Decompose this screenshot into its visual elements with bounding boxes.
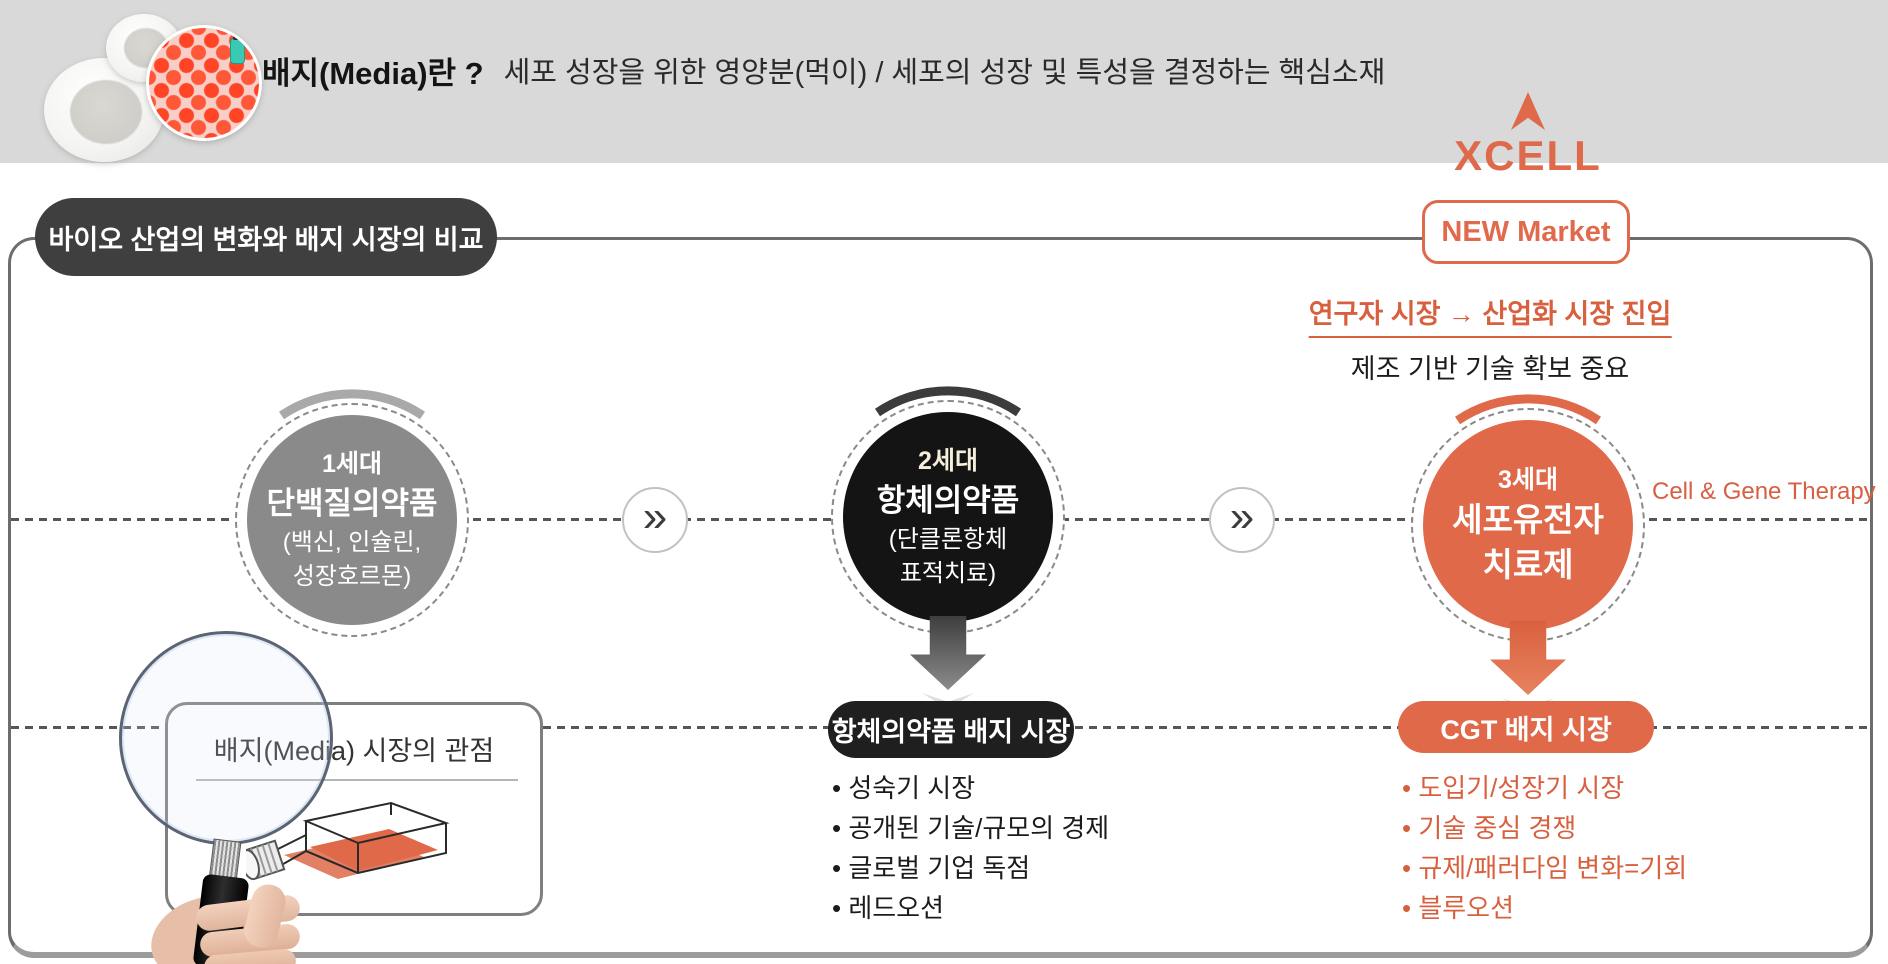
generation-2-arc-icon [874,386,1022,417]
list-item: 도입기/성장기 시장 [1402,768,1687,808]
antibody-market-title: 항체의약품 배지 시장 [831,717,1071,747]
list-item: 규제/패러다임 변화=기회 [1402,848,1687,888]
cgt-side-label: Cell & Gene Therapy [1652,478,1876,505]
generation-2-text: 2세대 항체의약품 (단클론항체 표적치료) [808,443,1088,591]
generation-1-detail1: (백신, 인슐린, [282,529,422,556]
generation-3-disc [1423,420,1633,630]
list-item: 글로벌 기업 독점 [832,848,1109,888]
magnifier-lens-icon [119,631,333,845]
antibody-market-pill: 항체의약품 배지 시장 [828,701,1074,758]
header-bar: 배지(Media)란 ? 세포 성장을 위한 영양분(먹이) / 세포의 성장 … [0,0,1888,163]
generation-1-text: 1세대 단백질의약품 (백신, 인슐린, 성장호르몬) [212,446,492,594]
xcell-logo-text: XCELL [1454,132,1602,179]
generation-3-circle: 3세대 세포유전자 치료제 [1388,385,1668,665]
xcell-logo-arrow-icon [1511,92,1545,130]
antibody-market-bullets: 성숙기 시장 공개된 기술/규모의 경제 글로벌 기업 독점 레드오션 [832,768,1109,928]
chevron-double-right-icon: » [1209,487,1275,553]
section-title: 바이오 산업의 변화와 배지 시장의 비교 [48,224,484,255]
petri-dish-photo [30,6,240,162]
well-plate-photo [146,25,262,141]
vial-icon [230,34,245,64]
generation-1-circle: 1세대 단백질의약품 (백신, 인슐린, 성장호르몬) [212,380,492,660]
generation-1-label: 1세대 [322,450,382,478]
generation-2-detail2: 표적치료) [899,560,997,587]
new-market-badge: NEW Market [1422,200,1630,264]
section-title-pill: 바이오 산업의 변화와 배지 시장의 비교 [35,198,497,276]
page-title-term: 배지(Media)란 ? [262,55,484,91]
generation-2-disc [843,412,1053,622]
cgt-market-pill: CGT 배지 시장 [1398,701,1654,753]
xcell-logo: XCELL [1438,92,1618,188]
market-entry-note: 연구자 시장 → 산업화 시장 진입 [1308,292,1672,338]
generation-3-arc-icon [1454,394,1602,425]
page-title-definition: 세포 성장을 위한 영양분(먹이) / 세포의 성장 및 특성을 결정하는 핵심… [503,57,1386,89]
generation-3-name: 세포유전자 [1452,501,1604,538]
list-item: 성숙기 시장 [832,768,1109,808]
cgt-market-title: CGT 배지 시장 [1440,714,1612,745]
new-market-label: NEW Market [1441,215,1611,248]
chevron-double-right-icon: » [622,487,688,553]
comparison-frame [8,237,1873,958]
generation-1-disc [247,415,457,625]
list-item: 기술 중심 경쟁 [1402,808,1687,848]
page-title: 배지(Media)란 ? 세포 성장을 위한 영양분(먹이) / 세포의 성장 … [262,0,1385,140]
list-item: 공개된 기술/규모의 경제 [832,808,1109,848]
generation-2-label: 2세대 [918,447,978,475]
cgt-market-bullets: 도입기/성장기 시장 기술 중심 경쟁 규제/패러다임 변화=기회 블루오션 [1402,768,1687,928]
generation-1-name: 단백질의약품 [266,486,438,521]
generation-2-detail1: (단클론항체 [888,526,1008,553]
generation-3-text: 3세대 세포유전자 치료제 [1388,462,1668,588]
generation-1-arc-icon [278,389,426,420]
generation-3-label: 3세대 [1498,466,1558,494]
generation-2-circle: 2세대 항체의약품 (단클론항체 표적치료) [808,377,1088,657]
generation-3-detail1: 치료제 [1482,546,1574,583]
divider [196,779,518,781]
generation-2-name: 항체의약품 [876,483,1020,518]
list-item: 레드오션 [832,888,1109,928]
culture-flask-icon [246,801,450,881]
petri-dish-large-inner [70,80,142,144]
generation-1-detail2: 성장호르몬) [292,563,412,590]
list-item: 블루오션 [1402,888,1687,928]
manufacturing-note: 제조 기반 기술 확보 중요 [1350,354,1630,384]
